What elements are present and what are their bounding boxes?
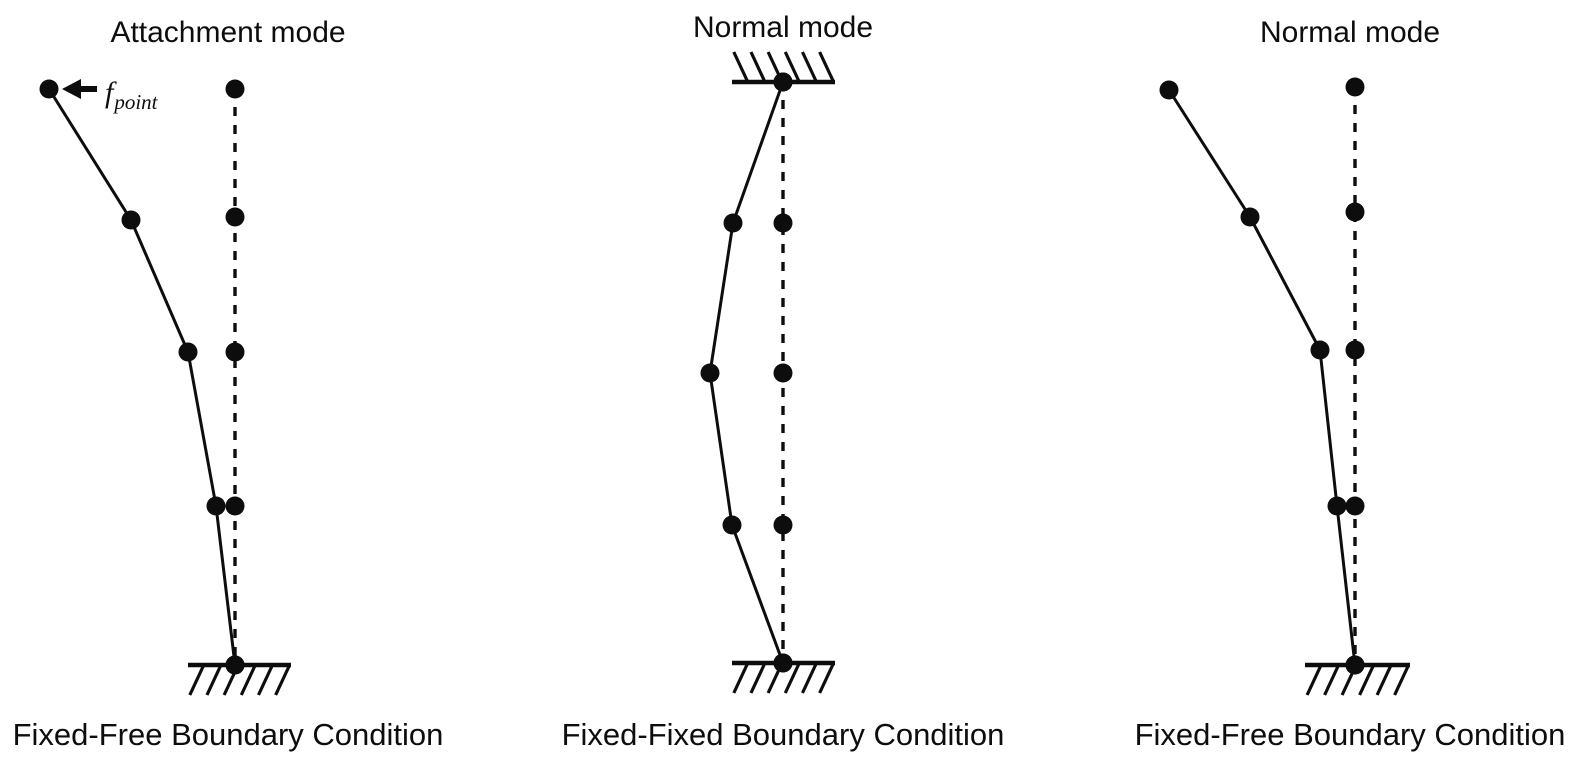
support-hatch-stroke — [1305, 664, 1323, 696]
support-hatch-stroke — [749, 662, 767, 694]
support-hatch-stroke — [732, 51, 750, 83]
deformed-node-dot — [773, 72, 793, 92]
panel-caption: Fixed-Free Boundary Condition — [13, 717, 444, 752]
support-hatch-stroke — [1375, 664, 1393, 696]
reference-node-dot — [1345, 496, 1365, 516]
deformed-node-dot — [206, 496, 226, 516]
support-hatch-stroke — [1393, 664, 1411, 696]
deformed-beam-line — [708, 80, 785, 665]
deformed-node-dot — [1159, 80, 1179, 100]
deformed-node-dot — [121, 210, 141, 230]
force-arrow — [62, 79, 97, 99]
support-hatch-stroke — [239, 664, 257, 696]
reference-node-dot — [225, 496, 245, 516]
panel-title: Normal mode — [1260, 16, 1440, 49]
reference-node-dot — [1345, 77, 1365, 97]
support-hatch-stroke — [188, 664, 206, 696]
deformed-beam-line — [1167, 88, 1357, 667]
deformed-node-dot — [178, 342, 198, 362]
support-hatch-stroke — [818, 662, 836, 694]
support-hatch-stroke — [732, 662, 750, 694]
reference-node-dot — [225, 342, 245, 362]
support-ground-bottom — [732, 660, 836, 694]
deformed-beam-line — [47, 87, 237, 667]
support-hatch-stroke — [818, 51, 836, 83]
support-hatch-stroke — [801, 51, 818, 83]
deformed-node-dot — [225, 655, 245, 675]
support-hatch-stroke — [783, 51, 801, 83]
force-arrow-head — [62, 79, 81, 99]
deformed-node-dot — [722, 515, 742, 535]
force-label-subscript: point — [112, 90, 158, 114]
deformed-node-dot — [723, 213, 743, 233]
force-label: fpoint — [105, 76, 159, 114]
reference-node-dot — [1345, 202, 1365, 222]
deformed-node-dot — [39, 79, 59, 99]
support-hatch-stroke — [274, 664, 292, 696]
panel-title: Normal mode — [693, 11, 873, 44]
support-hatch-stroke — [749, 51, 767, 83]
deformed-node-dot — [1310, 340, 1330, 360]
deformed-node-dot — [700, 363, 720, 383]
deformed-node-dot — [773, 653, 793, 673]
deformed-node-dot — [1345, 655, 1365, 675]
panel-title: Attachment mode — [110, 16, 345, 49]
deformed-node-dot — [1240, 207, 1260, 227]
reference-node-dot — [773, 515, 793, 535]
support-hatch-stroke — [1358, 664, 1376, 696]
support-hatch-stroke — [1323, 664, 1341, 696]
support-hatch-stroke — [257, 664, 274, 696]
panel-caption: Fixed-Fixed Boundary Condition — [562, 717, 1005, 752]
reference-node-dot — [225, 207, 245, 227]
support-hatch-stroke — [205, 664, 223, 696]
reference-node-dot — [773, 363, 793, 383]
reference-node-dot — [225, 79, 245, 99]
deformed-node-dot — [1327, 496, 1347, 516]
support-hatch-stroke — [801, 662, 818, 694]
panel-caption: Fixed-Free Boundary Condition — [1135, 717, 1566, 752]
reference-node-dot — [1345, 340, 1365, 360]
support-hatch-stroke — [783, 662, 801, 694]
reference-node-dot — [773, 213, 793, 233]
